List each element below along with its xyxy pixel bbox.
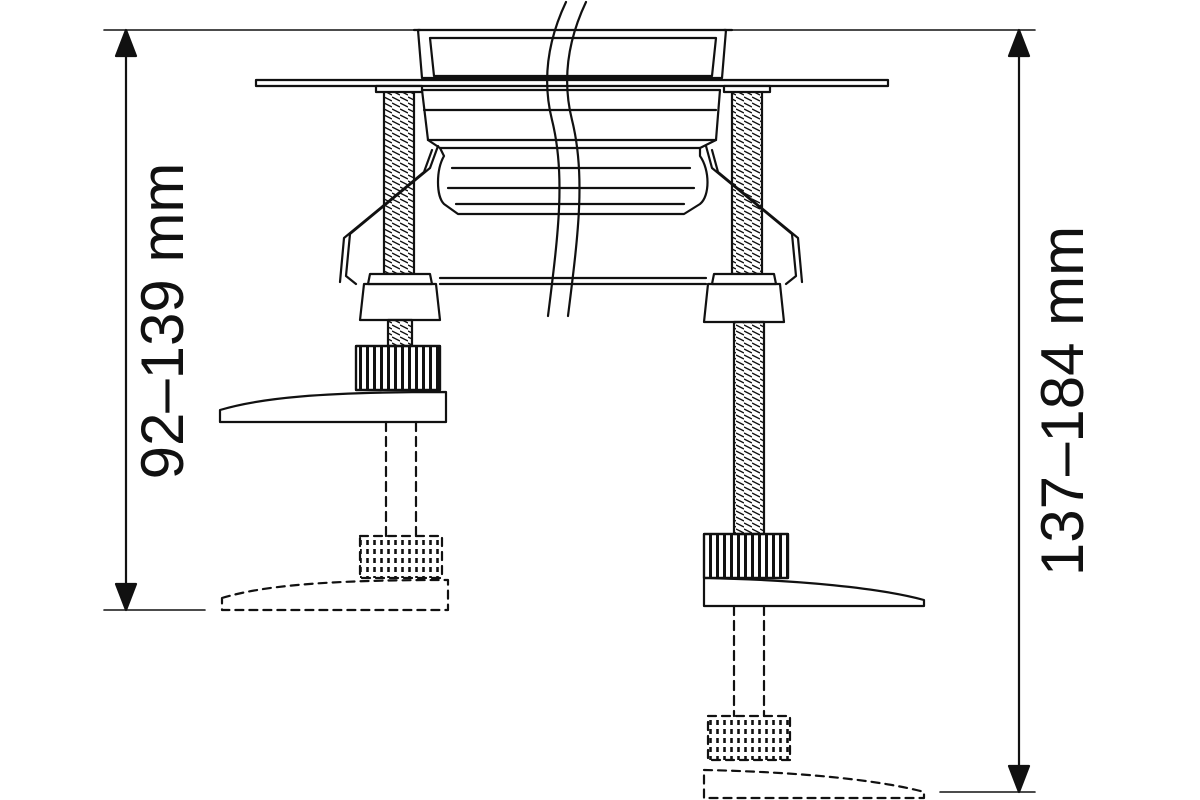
left-dimension-line — [103, 28, 416, 612]
right-dimension-label: 137–184 mm — [1029, 225, 1096, 577]
right-dimension-line — [729, 28, 1036, 794]
cable — [546, 0, 588, 318]
left-dimension-label: 92–139 mm — [129, 162, 196, 480]
socket-housing — [412, 28, 734, 216]
cover-plate — [254, 78, 890, 88]
right-threaded-rod — [702, 84, 926, 800]
left-threaded-rod — [218, 84, 450, 612]
